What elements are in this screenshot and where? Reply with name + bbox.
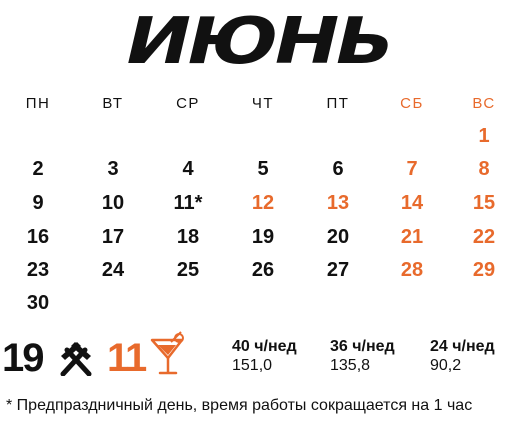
calendar-day: 29 bbox=[472, 259, 496, 281]
calendar-day: 12 bbox=[251, 192, 275, 214]
calendar-day: 5 bbox=[257, 158, 269, 180]
norm-36h-value: 135,8 bbox=[330, 357, 371, 374]
norm-36h-label: 36 ч/нед bbox=[330, 338, 395, 355]
calendar-day: 16 bbox=[26, 226, 50, 248]
calendar-day: 13 bbox=[326, 192, 350, 214]
weekday-wed: СР bbox=[176, 95, 200, 112]
calendar-day: 17 bbox=[101, 226, 125, 248]
weekday-sun: ВС bbox=[472, 95, 496, 112]
calendar-day: 14 bbox=[400, 192, 424, 214]
calendar-day: 7 bbox=[406, 158, 418, 180]
days-off-count: 11 bbox=[107, 336, 147, 380]
calendar-day: 24 bbox=[101, 259, 125, 281]
norm-36h: 36 ч/нед 135,8 bbox=[330, 337, 395, 375]
calendar-day: 19 bbox=[251, 226, 275, 248]
calendar-day: 25 bbox=[176, 259, 200, 281]
norm-40h-label: 40 ч/нед bbox=[232, 338, 297, 355]
crossed-hammers-icon bbox=[60, 342, 92, 376]
month-title: ИЮНЬ bbox=[126, 3, 395, 79]
calendar-day: 6 bbox=[332, 158, 344, 180]
calendar-day: 23 bbox=[26, 259, 50, 281]
calendar-day: 10 bbox=[101, 192, 125, 214]
weekday-mon: ПН bbox=[25, 95, 51, 112]
cocktail-glass-icon bbox=[150, 331, 184, 375]
calendar-day: 30 bbox=[26, 292, 50, 314]
calendar-day: 8 bbox=[478, 158, 490, 180]
norm-40h-value: 151,0 bbox=[232, 357, 273, 374]
calendar-day: 4 bbox=[182, 158, 194, 180]
footnote: * Предпраздничный день, время работы сок… bbox=[6, 397, 473, 414]
weekday-sat: СБ bbox=[400, 95, 424, 112]
norm-24h-value: 90,2 bbox=[430, 357, 462, 374]
calendar-day: 27 bbox=[326, 259, 350, 281]
norm-24h-label: 24 ч/нед bbox=[430, 338, 495, 355]
weekday-tue: ВТ bbox=[102, 95, 124, 112]
weekday-fri: ПТ bbox=[326, 95, 350, 112]
calendar-day: 22 bbox=[472, 226, 496, 248]
norm-24h: 24 ч/нед 90,2 bbox=[430, 337, 495, 375]
working-days-count: 19 bbox=[2, 336, 44, 380]
weekday-thu: ЧТ bbox=[251, 95, 275, 112]
calendar-day: 28 bbox=[400, 259, 424, 281]
calendar-day: 18 bbox=[176, 226, 200, 248]
calendar-day: 15 bbox=[472, 192, 496, 214]
calendar-day: 2 bbox=[32, 158, 44, 180]
calendar-day: 3 bbox=[107, 158, 119, 180]
calendar-day: 20 bbox=[326, 226, 350, 248]
calendar-day: 9 bbox=[32, 192, 44, 214]
calendar-day: 11* bbox=[173, 192, 203, 214]
calendar-day: 21 bbox=[400, 226, 424, 248]
calendar-day: 1 bbox=[478, 125, 490, 147]
norm-40h: 40 ч/нед 151,0 bbox=[232, 337, 297, 375]
calendar-day: 26 bbox=[251, 259, 275, 281]
